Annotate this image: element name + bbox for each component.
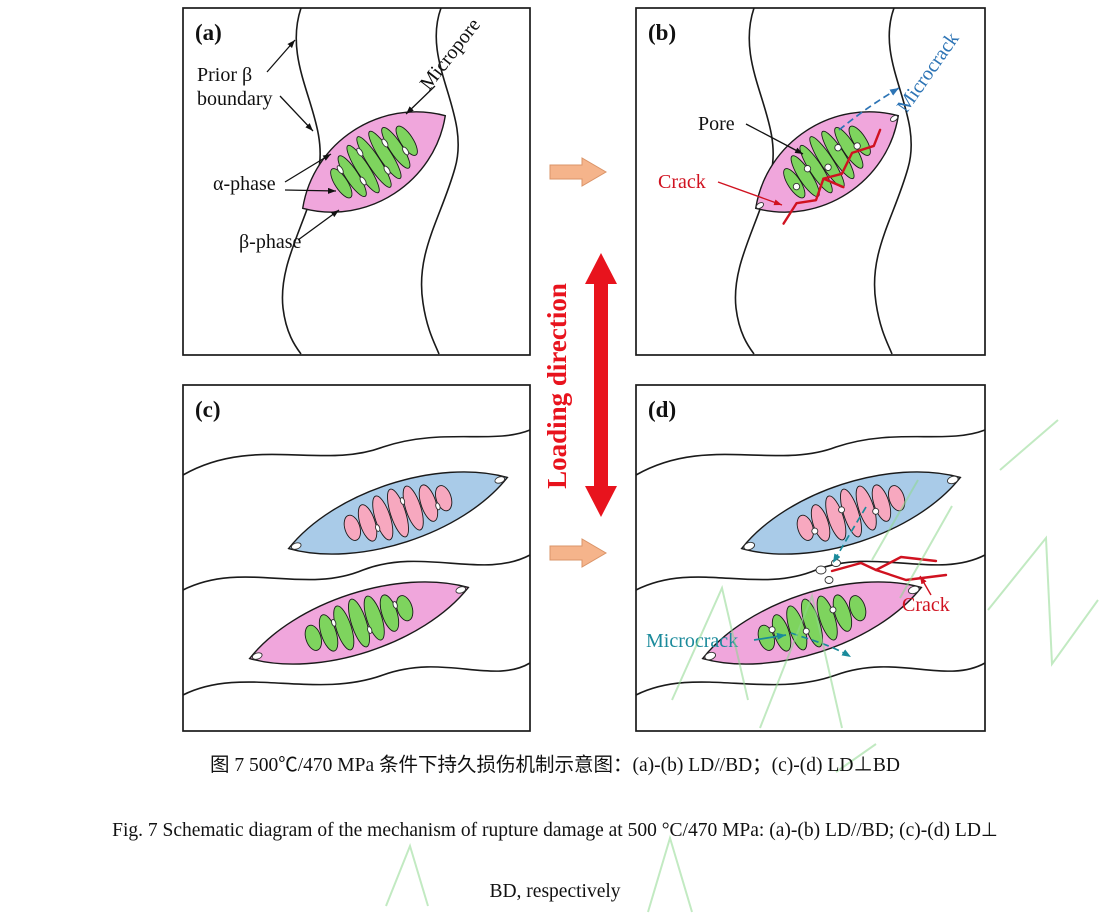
pore-label: Pore xyxy=(698,113,735,135)
micropore-arrow xyxy=(405,85,436,115)
alpha-phase-label: α-phase xyxy=(213,173,276,195)
alpha-phase-arrow-2 xyxy=(284,187,337,194)
microcrack-label: Microcrack xyxy=(646,630,738,652)
prior-beta-boundary-bottom xyxy=(635,662,986,696)
alpha-colony-damaged xyxy=(754,111,900,225)
prior-beta-boundary-right xyxy=(873,7,913,355)
beta-phase-label: β-phase xyxy=(239,231,301,253)
alpha-phase-arrow-1 xyxy=(284,153,332,183)
panel-a: (a) Prior β boundary Micropore α-phase β… xyxy=(182,7,531,356)
prior-beta-boundary-right xyxy=(420,7,460,355)
prior-beta-boundary-left xyxy=(734,7,774,355)
green-lamellae xyxy=(757,594,867,652)
microcrack-arrow xyxy=(753,632,787,641)
watermark xyxy=(385,419,1099,913)
crack-arrow xyxy=(717,181,783,206)
upper-colony-damaged xyxy=(740,471,962,555)
pink-lamellae xyxy=(343,484,453,542)
lower-colony-damaged xyxy=(701,581,923,665)
loading-direction-label: Loading direction xyxy=(542,283,572,489)
upper-colony xyxy=(287,471,509,555)
prior-beta-label-line1: Prior β xyxy=(197,64,252,86)
caption-english-line2: BD, respectively xyxy=(489,881,620,902)
crack-arrow xyxy=(919,575,932,596)
pores xyxy=(743,475,959,551)
prior-beta-boundary-middle xyxy=(182,554,531,591)
pore-arrow xyxy=(745,123,804,155)
prior-beta-boundary-bottom xyxy=(182,662,531,696)
panel-a-tag: (a) xyxy=(195,20,222,45)
microcrack-path-upper xyxy=(832,506,867,564)
panel-c-border xyxy=(182,384,531,732)
transition-arrow-top xyxy=(549,157,607,187)
panel-d: (d) Microcrack Crack xyxy=(635,384,986,732)
prior-beta-boundary-top xyxy=(635,429,986,476)
panel-d-border xyxy=(635,384,986,732)
prior-beta-label-line2: boundary xyxy=(197,88,273,110)
crack-label: Crack xyxy=(658,171,706,193)
pores xyxy=(755,114,899,210)
loading-direction-arrow xyxy=(585,253,617,517)
microcrack-path xyxy=(838,87,900,131)
lower-colony xyxy=(248,581,470,665)
prior-beta-arrow-1 xyxy=(266,39,296,73)
caption-english-line1: Fig. 7 Schematic diagram of the mechanis… xyxy=(112,820,998,841)
micropores xyxy=(251,586,467,660)
panel-c: (c) xyxy=(182,384,531,732)
micropores xyxy=(336,138,410,186)
alpha-colony xyxy=(301,111,447,213)
prior-beta-arrow-2 xyxy=(279,95,314,132)
prior-beta-boundary-left xyxy=(281,7,321,355)
micropores xyxy=(290,476,506,550)
panel-d-tag: (d) xyxy=(648,397,676,422)
green-lamellae xyxy=(304,594,414,652)
crack-branch xyxy=(822,177,845,189)
transition-arrow-bottom xyxy=(549,538,607,568)
prior-beta-boundary-top xyxy=(182,429,531,476)
crack-label: Crack xyxy=(902,594,950,616)
pores xyxy=(704,585,920,661)
caption-chinese: 图 7 500℃/470 MPa 条件下持久损伤机制示意图：(a)-(b) LD… xyxy=(210,754,900,776)
crack-line xyxy=(782,128,882,225)
panel-b: (b) Pore Crack Microcrack xyxy=(635,7,986,356)
alpha-lamellae xyxy=(330,125,418,199)
crack-line-branch xyxy=(874,568,948,582)
beta-phase-arrow xyxy=(297,209,340,241)
panel-c-tag: (c) xyxy=(195,397,221,422)
panel-b-tag: (b) xyxy=(648,20,676,45)
